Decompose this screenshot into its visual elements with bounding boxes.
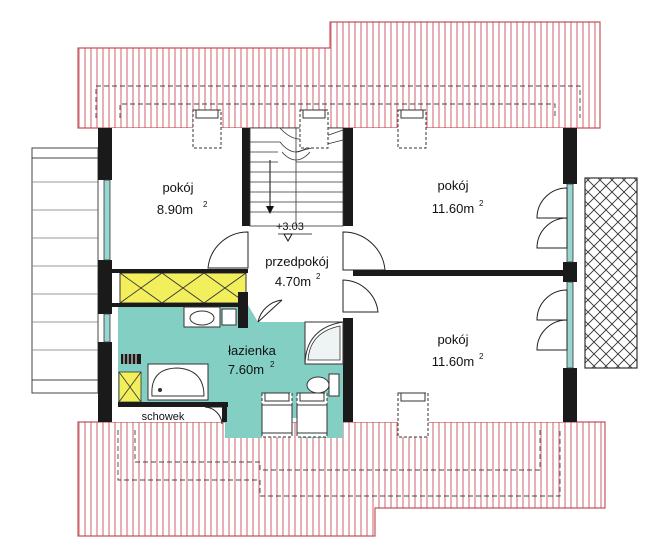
closet-door-swing-icon <box>204 406 223 425</box>
storage-cabinet <box>119 272 247 304</box>
level-marker: +3.03 <box>276 221 312 243</box>
room-name-bathroom: łazienka <box>228 343 276 358</box>
room-label-top-right: pokój 11.60m 2 <box>432 178 484 216</box>
roof-bottom <box>77 421 606 537</box>
room-area-hallway: 4.70m <box>275 274 311 289</box>
room-label-left: pokój 8.90m 2 <box>157 180 208 217</box>
room-area-top-right: 11.60m <box>432 201 474 216</box>
roof-window-frame <box>299 392 325 402</box>
stairs-icon <box>249 127 344 227</box>
stairs-direction-arrow <box>266 206 274 214</box>
bidet-icon <box>261 404 328 434</box>
sink-icon <box>183 306 237 328</box>
room-area-sup-top-right: 2 <box>479 199 484 208</box>
room-area-sup-left: 2 <box>203 200 208 209</box>
room-name-left: pokój <box>162 180 193 195</box>
roof-top <box>77 21 601 129</box>
room-label-bathroom: łazienka 7.60m 2 <box>228 343 277 377</box>
roof-window-frame <box>264 392 290 402</box>
room-area-bathroom: 7.60m <box>228 362 264 377</box>
shower-icon <box>304 321 344 365</box>
level-value: +3.03 <box>276 221 304 233</box>
right-balcony <box>584 177 638 369</box>
door-swing-icon <box>207 231 386 323</box>
roof-dashed-lines <box>95 85 581 497</box>
walls <box>98 128 577 422</box>
room-label-closet: schowek <box>142 411 185 423</box>
toilet-icon <box>306 373 340 397</box>
room-name-bottom-right: pokój <box>437 332 468 347</box>
roof-window-frame <box>400 392 426 402</box>
left-balcony <box>31 147 99 394</box>
balcony-door-swing-icon <box>536 187 568 351</box>
room-name-top-right: pokój <box>437 178 468 193</box>
room-area-sup-bathroom: 2 <box>270 360 275 369</box>
room-area-bottom-right: 11.60m <box>432 354 474 369</box>
room-name-closet: schowek <box>142 411 185 423</box>
room-area-sup-hallway: 2 <box>316 272 321 281</box>
room-label-bottom-right: pokój 11.60m 2 <box>432 332 484 369</box>
room-name-hallway: przedpokój <box>265 254 329 269</box>
roof-window-frame <box>195 109 219 119</box>
roof-window-frame <box>400 109 424 119</box>
bathtub-icon <box>147 363 209 401</box>
room-area-sup-bottom-right: 2 <box>479 352 484 361</box>
room-label-hallway: przedpokój 4.70m 2 <box>265 254 329 289</box>
roof-window-frame <box>302 109 326 119</box>
small-storage-cabinet <box>118 371 142 403</box>
room-area-left: 8.90m <box>157 202 193 217</box>
radiator-icon <box>121 354 141 364</box>
side-windows <box>103 179 574 369</box>
